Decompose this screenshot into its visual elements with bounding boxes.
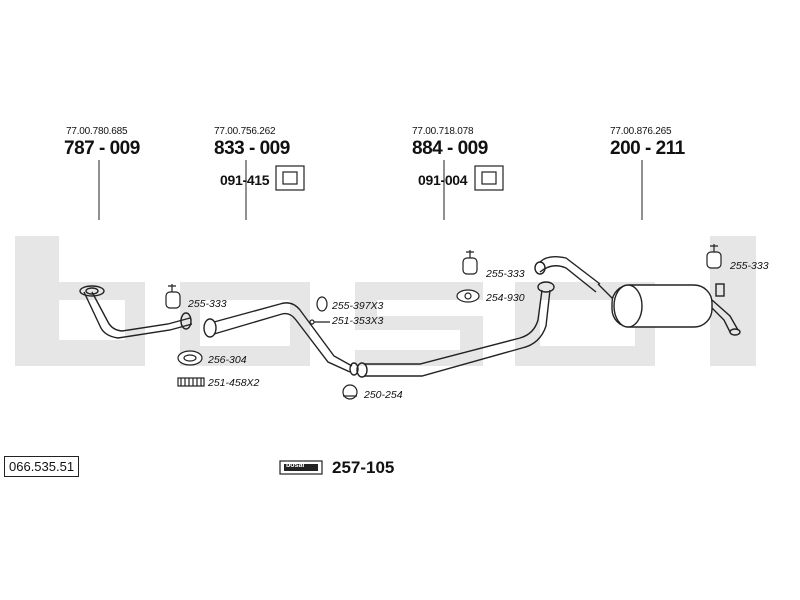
hanger-bracket-icon xyxy=(275,165,305,191)
part-number: 884 - 009 xyxy=(412,138,488,159)
hanger-part-number: 091-415 xyxy=(220,172,270,188)
leader-lines xyxy=(98,160,643,220)
gasket-ring-icon xyxy=(177,350,203,366)
accessory-label: 251-353X3 xyxy=(332,315,384,327)
rubber-hanger-icon xyxy=(165,284,181,309)
part-number: 787 - 009 xyxy=(64,138,140,159)
clamp-icon xyxy=(342,384,358,400)
accessory-label: 250-254 xyxy=(364,389,403,401)
gasket-oval-icon xyxy=(316,296,328,312)
rubber-hanger-icon xyxy=(706,244,722,269)
accessory-label: 255-333 xyxy=(486,268,525,280)
spring-icon xyxy=(177,377,205,387)
oem-number: 77.00.718.078 xyxy=(412,126,474,137)
bolt-icon xyxy=(309,319,330,325)
kit-number: 257-105 xyxy=(332,458,395,477)
part-number: 200 - 211 xyxy=(610,138,685,159)
oem-number: 77.00.756.262 xyxy=(214,126,276,137)
kit-logo-badge xyxy=(279,460,323,475)
accessory-label: 255-333 xyxy=(730,260,769,272)
accessory-label: 256-304 xyxy=(208,354,247,366)
middle-pipe-drawing xyxy=(356,281,555,378)
hanger-rubbers xyxy=(165,165,722,400)
rubber-hanger-icon xyxy=(462,250,478,275)
part-number: 833 - 009 xyxy=(214,138,290,159)
accessory-label: 251-458X2 xyxy=(208,377,260,389)
hanger-part-number: 091-004 xyxy=(418,172,468,188)
accessory-label: 254-930 xyxy=(486,292,525,304)
accessory-label: 255-333 xyxy=(188,298,227,310)
front-pipe-drawing xyxy=(79,285,193,339)
intermediate-pipe-drawing xyxy=(203,302,359,376)
reference-number-box: 066.535.51 xyxy=(4,456,80,477)
kit-logo-text: bosal xyxy=(286,462,305,469)
rear-silencer-drawing xyxy=(534,255,741,336)
flange-gasket-icon xyxy=(456,289,480,303)
accessory-label: 255-397X3 xyxy=(332,300,384,312)
oem-number: 77.00.780.685 xyxy=(66,126,128,137)
oem-number: 77.00.876.265 xyxy=(610,126,672,137)
hanger-bracket-icon xyxy=(474,165,504,191)
